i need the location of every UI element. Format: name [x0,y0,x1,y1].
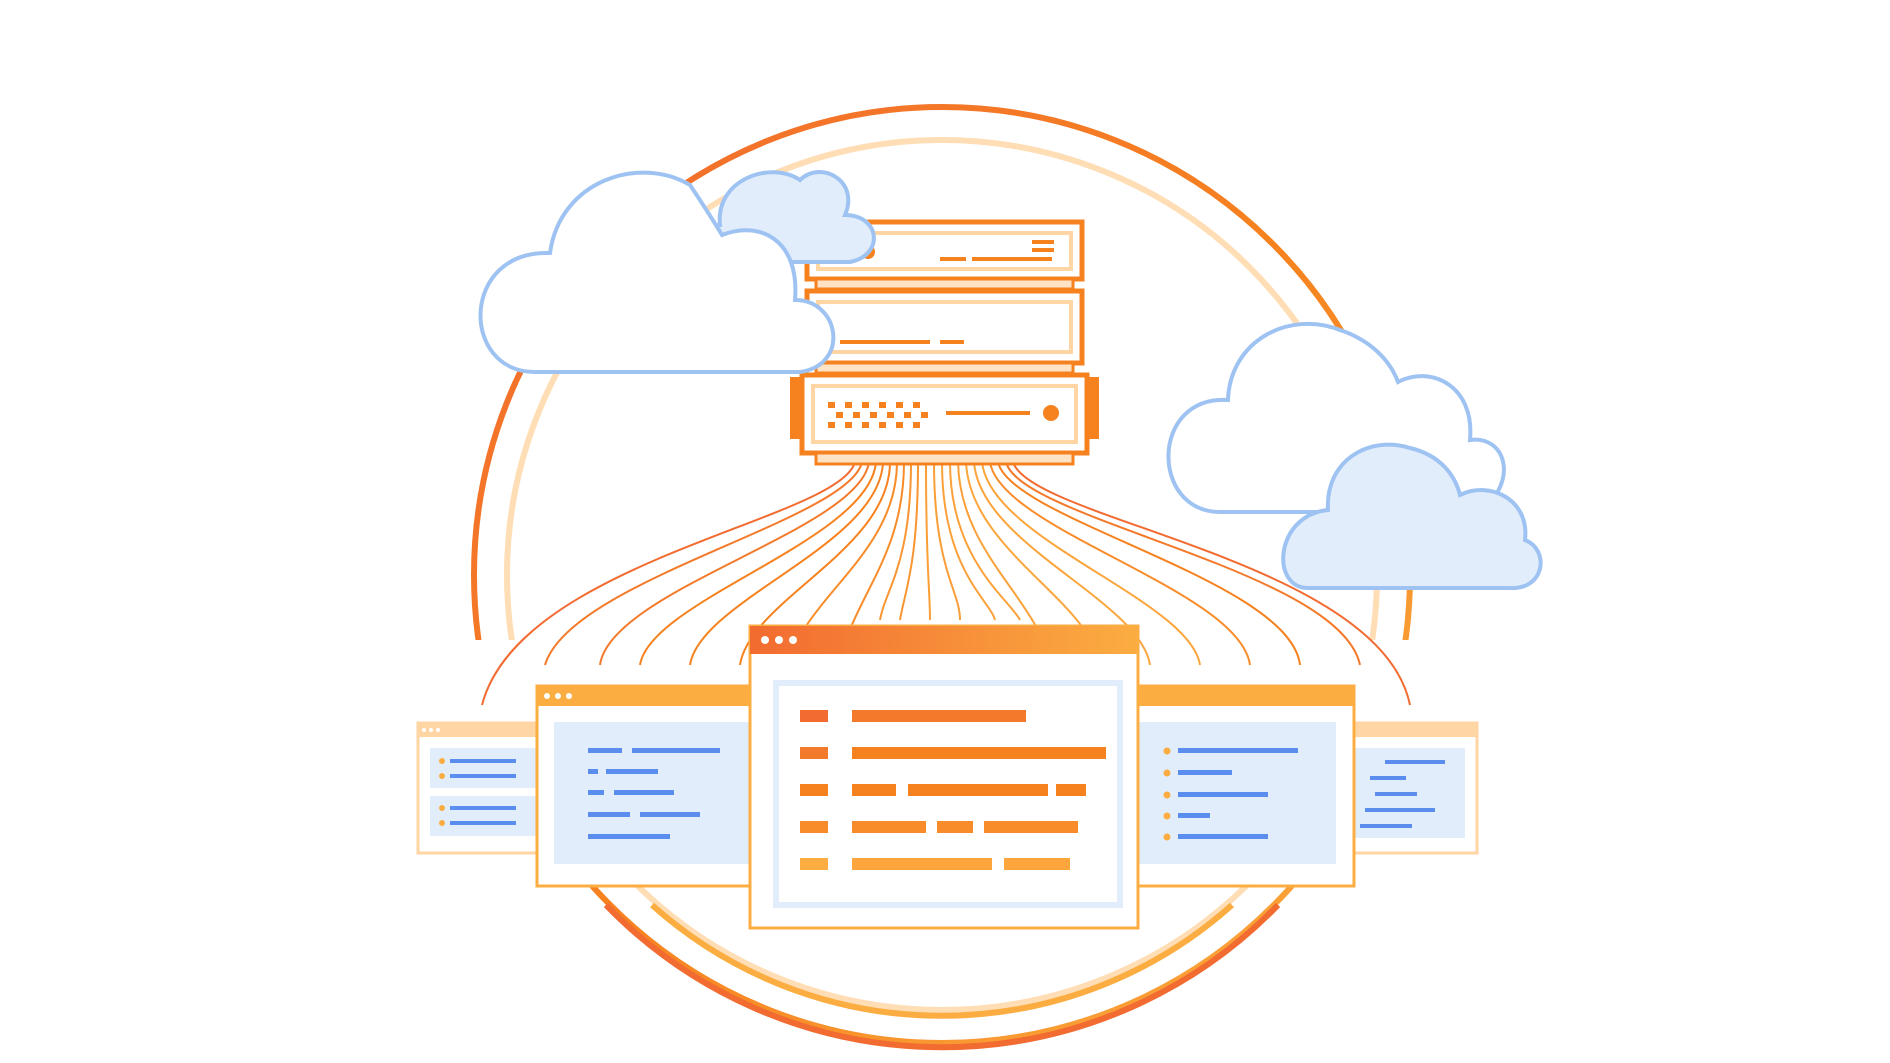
server-unit-bottom [790,372,1099,456]
browser-window-icon [535,684,756,888]
cloud-icon [1281,442,1543,591]
browser-window-icon [748,624,1140,930]
browser-window-icon [1134,684,1356,888]
server-unit-middle [804,288,1085,366]
ring-bottom-arcs [603,902,1281,1051]
cloud-icon [478,170,836,374]
vent-pattern [828,402,928,428]
browser-window-icon [1350,721,1479,855]
browser-window-icon [416,721,545,855]
